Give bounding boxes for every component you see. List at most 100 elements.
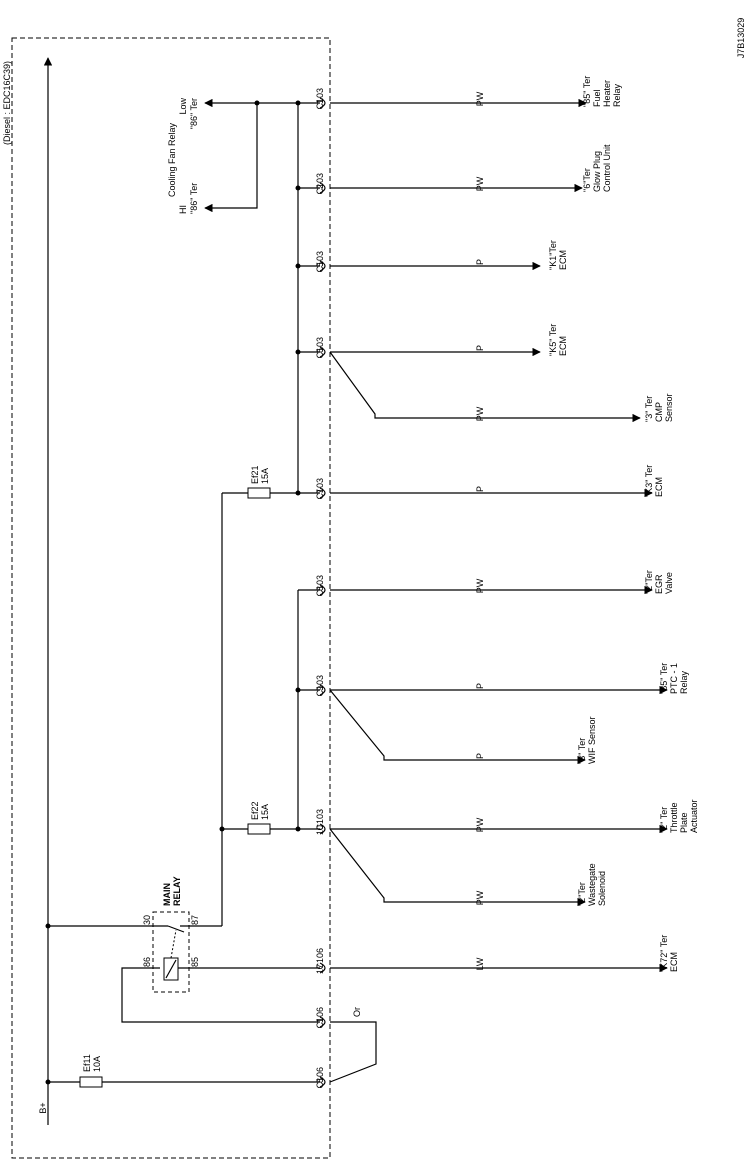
destination-label: "85" Ter (659, 663, 669, 694)
destination-label: Glow Plug (592, 151, 602, 192)
destination-label: ECM (654, 477, 664, 497)
connector-pin: 1 (315, 1018, 325, 1023)
wire (329, 351, 641, 423)
main-relay (152, 911, 190, 993)
fuse-ef11-id: Ef11 (82, 1054, 92, 1072)
destination-label: ECM (558, 336, 568, 356)
destination-label: "3" Ter (644, 396, 654, 422)
scope-label: (Diesel : EDC16C39) (2, 61, 12, 145)
relay-actuator (170, 929, 177, 959)
destination-label: Plate (679, 812, 689, 833)
supply-label: B+ (38, 1102, 48, 1113)
connector-pin: 6 (315, 348, 325, 353)
connector-cavity (319, 823, 326, 835)
destination-label: Relay (679, 670, 689, 694)
connector-pin: 2 (315, 184, 325, 189)
destination-label: Fuel (592, 89, 602, 107)
connector-cavity (319, 260, 326, 272)
destination-label: "K72" Ter (659, 935, 669, 972)
fuse-ef11 (79, 1076, 103, 1088)
connector-cavity (319, 684, 326, 696)
wire-code: PW (475, 91, 485, 106)
connector-id: C103 (315, 675, 325, 697)
connector-cavity (319, 1016, 326, 1028)
destination-label: Sensor (664, 393, 674, 422)
wire (329, 689, 586, 765)
destination-label: "2"Ter (644, 570, 654, 594)
cooling-fan-hi-term: "86" Ter (189, 183, 199, 214)
destination-label: "3" Ter (577, 738, 587, 764)
connector-cavity (319, 1076, 326, 1088)
destination-label: "K3" Ter (644, 465, 654, 497)
module-boundary (11, 37, 331, 1159)
destination-label: Solenoid (597, 871, 607, 906)
destination-label: Relay (612, 83, 622, 107)
destination-label: "K1"Ter (548, 240, 558, 270)
connector-pin: 7 (315, 489, 325, 494)
wire-code: PW (475, 578, 485, 593)
relay-name-1: MAIN (162, 883, 172, 906)
fuse-ef22-id: Ef22 (250, 801, 260, 820)
connector-id: C103 (315, 251, 325, 273)
connector-pin: 8 (315, 586, 325, 591)
wire-or (329, 1021, 377, 1083)
wire-code: P (475, 683, 485, 689)
relay-pin-30: 30 (142, 915, 152, 925)
cooling-fan-relay-title: Cooling Fan Relay (167, 122, 177, 197)
connector-id: C103 (315, 88, 325, 110)
connector-id: C103 (315, 337, 325, 359)
relay-pin-86: 86 (142, 957, 152, 967)
connector-pin: 8 (315, 1078, 325, 1083)
fuse-ef21 (247, 487, 271, 499)
connector-cavity (319, 584, 326, 596)
connector-pin: 9 (315, 686, 325, 691)
wire-code: PW (475, 817, 485, 832)
connector-pin: 17 (315, 964, 325, 974)
wire-code: LW (475, 957, 485, 970)
connector-cavity (319, 346, 326, 358)
destination-label: EGR (654, 574, 664, 594)
connector-pin: 5 (315, 262, 325, 267)
connector-cavity (319, 962, 326, 974)
wire (121, 967, 320, 1023)
destination-label: "K5" Ter (548, 324, 558, 356)
relay-pin-85: 85 (190, 957, 200, 967)
destination-label: WIF Sensor (587, 716, 597, 764)
destination-label: Wastegate (587, 863, 597, 906)
drawing-id: J7B13029 (736, 18, 746, 59)
relay-pin-87: 87 (190, 915, 200, 925)
cooling-fan-low-label: Low (178, 98, 188, 115)
connector-id: C106 (315, 1007, 325, 1029)
fuse-ef22 (247, 823, 271, 835)
destination-label: Actuator (689, 799, 699, 833)
destination-label: "2"Ter (577, 882, 587, 906)
connector-pin: 10 (315, 825, 325, 835)
destination-label: Heater (602, 80, 612, 107)
connector-cavity (319, 97, 326, 109)
fuse-ef21-rating: 15A (260, 468, 270, 484)
relay-coil-slash (165, 959, 177, 979)
destination-label: ECM (669, 952, 679, 972)
wire-code-or: Or (352, 1007, 362, 1017)
destination-label: PTC - 1 (669, 663, 679, 694)
destination-label: Throttle (669, 802, 679, 833)
destination-label: "85" Ter (582, 76, 592, 107)
connector-cavity (319, 487, 326, 499)
destination-label: "6"Ter (582, 168, 592, 192)
destination-label: Control Unit (602, 144, 612, 192)
cooling-fan-hi-label: HI (178, 205, 188, 214)
cooling-fan-low-term: "86" Ter (189, 98, 199, 129)
connector-id: C103 (315, 575, 325, 597)
connector-id: C103 (315, 478, 325, 500)
connector-cavity (319, 182, 326, 194)
wire-code: PW (475, 890, 485, 905)
relay-contact (167, 925, 185, 933)
fuse-ef21-id: Ef21 (250, 465, 260, 484)
wire-code: P (475, 486, 485, 492)
connector-id: C103 (315, 809, 325, 831)
fuse-ef11-rating: 10A (92, 1056, 102, 1072)
destination-label: ECM (558, 250, 568, 270)
relay-name-2: RELAY (172, 876, 182, 906)
fuse-ef22-rating: 15A (260, 804, 270, 820)
